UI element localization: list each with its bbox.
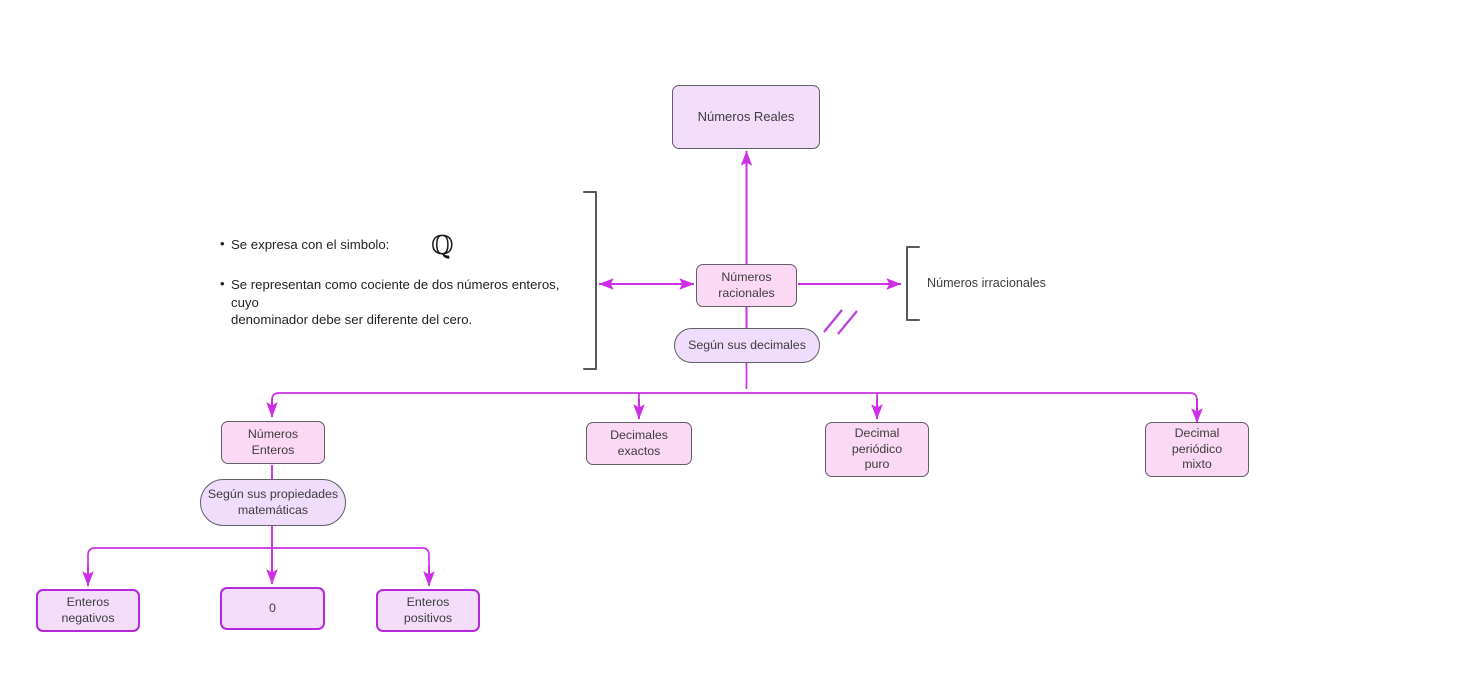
- node-numeros-reales-label: Números Reales: [697, 108, 795, 124]
- node-decimal-periodico-mixto[interactable]: Decimal periódico mixto: [1145, 422, 1249, 477]
- notes-block: Se expresa con el simbolo: Se representa…: [220, 235, 570, 329]
- node-decimales-exactos-label: Decimales exactos: [610, 428, 668, 458]
- node-numeros-enteros[interactable]: Números Enteros: [221, 421, 325, 464]
- edge-bus-horizontal: [271, 392, 1198, 412]
- note-bullet-2-text: Se representan como cociente de dos núme…: [231, 276, 560, 328]
- note-bullet-2: Se representan como cociente de dos núme…: [220, 275, 570, 329]
- bracket-left-icon: [906, 246, 920, 321]
- label-numeros-irracionales: Números irracionales: [927, 276, 1046, 290]
- node-segun-sus-decimales[interactable]: Según sus decimales: [674, 328, 820, 363]
- node-decimal-periodico-mixto-label: Decimal periódico mixto: [1171, 426, 1223, 472]
- node-numeros-racionales-label: Números racionales: [718, 270, 775, 300]
- node-decimal-periodico-puro[interactable]: Decimal periódico puro: [825, 422, 929, 477]
- node-enteros-positivos-label: Enteros positivos: [403, 595, 453, 625]
- node-cero-label: 0: [269, 600, 276, 615]
- edge-bus2-horizontal: [87, 547, 430, 580]
- node-numeros-enteros-label: Números Enteros: [247, 427, 299, 457]
- bracket-right-icon: [583, 191, 597, 370]
- node-enteros-positivos[interactable]: Enteros positivos: [376, 589, 480, 632]
- note-bullet-1: Se expresa con el simbolo:: [220, 235, 570, 254]
- node-enteros-negativos-label: Enteros negativos: [61, 595, 115, 625]
- node-decimales-exactos[interactable]: Decimales exactos: [586, 422, 692, 465]
- double-slash-icon: [823, 309, 858, 335]
- node-decimal-periodico-puro-label: Decimal periódico puro: [851, 426, 903, 472]
- node-segun-sus-decimales-label: Según sus decimales: [688, 337, 806, 352]
- node-numeros-racionales[interactable]: Números racionales: [696, 264, 797, 307]
- node-segun-sus-propiedades[interactable]: Según sus propiedades matemáticas: [200, 479, 346, 526]
- node-segun-sus-propiedades-label: Según sus propiedades matemáticas: [207, 487, 339, 517]
- note-bullet-1-text: Se expresa con el simbolo:: [231, 237, 390, 252]
- node-cero[interactable]: 0: [220, 587, 325, 630]
- node-enteros-negativos[interactable]: Enteros negativos: [36, 589, 140, 632]
- node-numeros-reales[interactable]: Números Reales: [672, 85, 820, 149]
- q-set-symbol: ℚ: [431, 231, 454, 261]
